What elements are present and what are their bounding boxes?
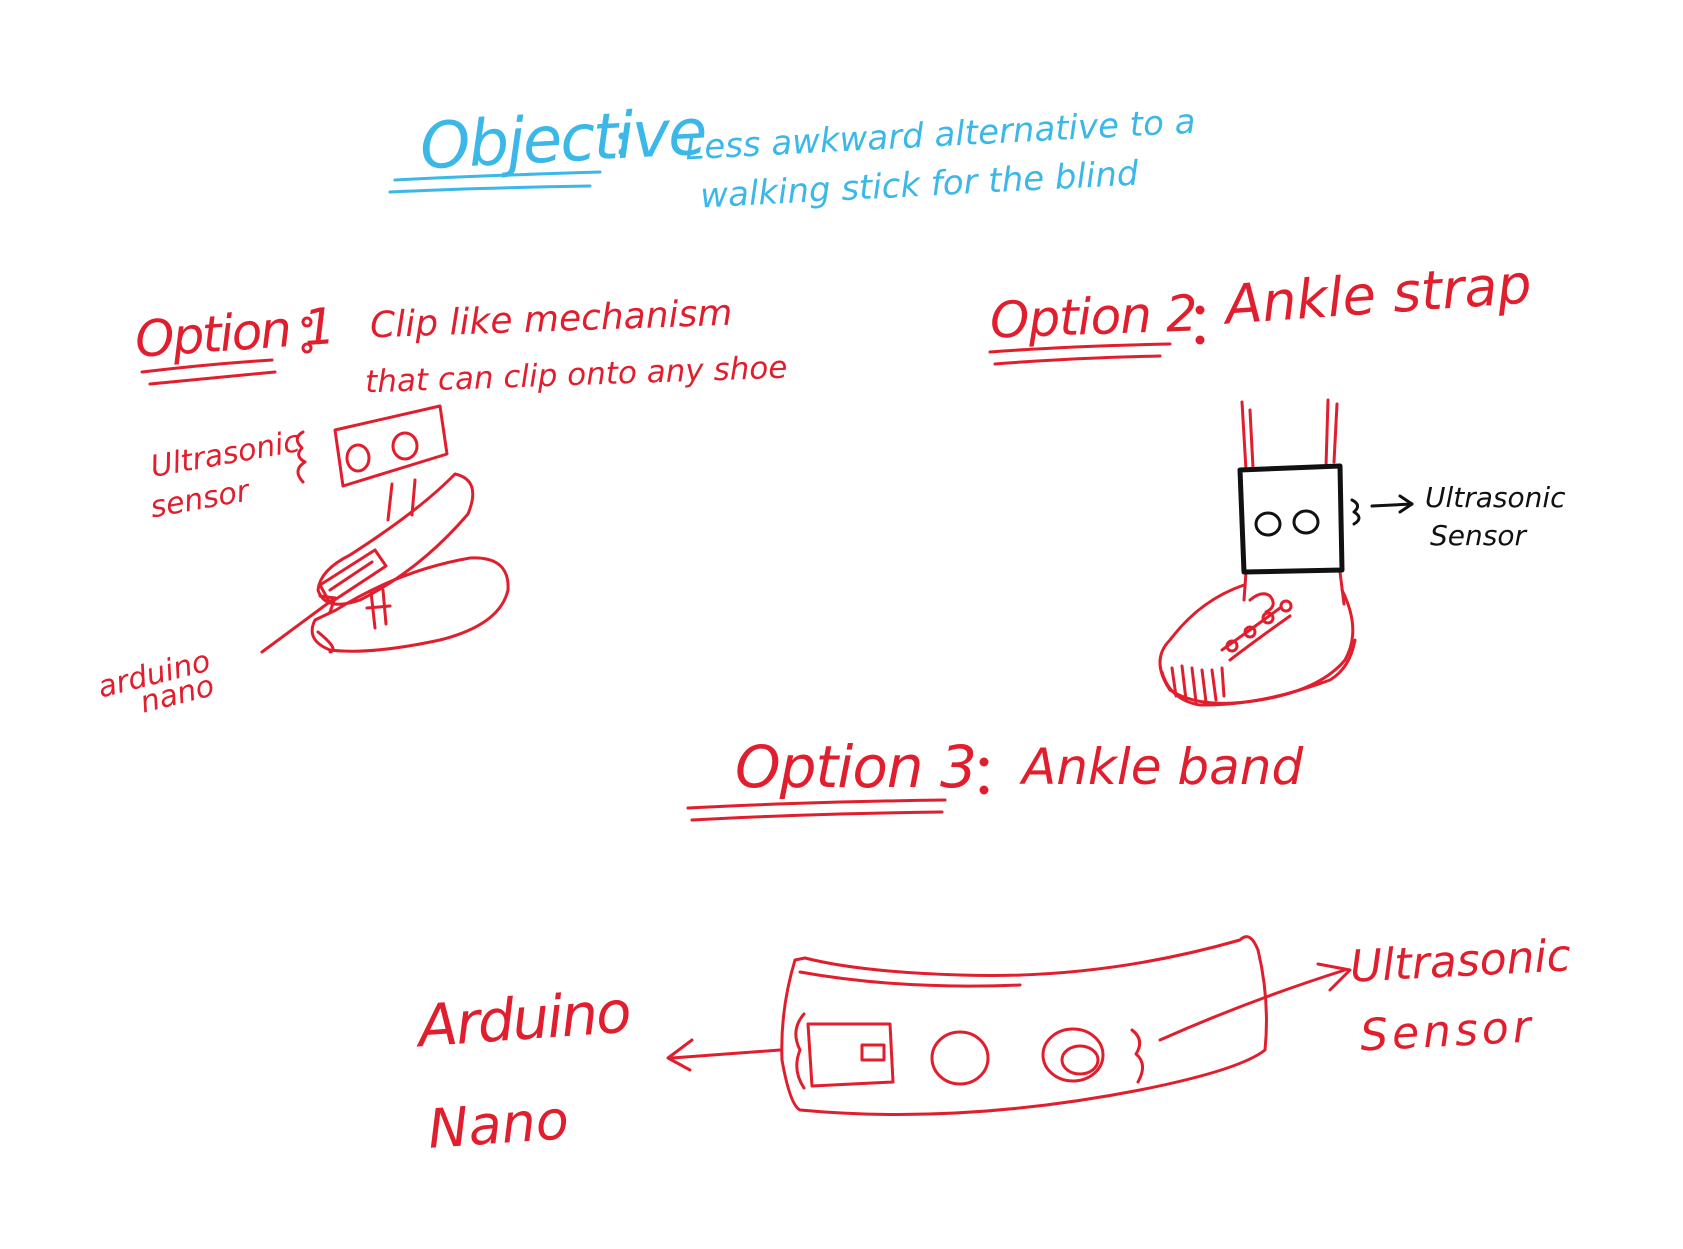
option3-arduino-label-line1: Arduino — [415, 977, 632, 1061]
option2-underline — [988, 305, 1205, 366]
option3-text: Ankle band — [1022, 738, 1304, 796]
option1-underline — [140, 316, 313, 386]
option3-sensor-label-line2: Sensor — [1358, 1001, 1537, 1062]
option3-heading: Option 3 — [735, 733, 977, 801]
option1-heading: Option 1 — [133, 297, 336, 369]
clip-sketch — [260, 404, 510, 654]
option2-heading: Option 2 — [989, 284, 1198, 350]
option3-arduino-label-line2: Nano — [425, 1088, 571, 1161]
objective-underline — [388, 132, 626, 194]
option2-sensor-label-line1: Ultrasonic — [1425, 481, 1566, 514]
option2-sensor-label-line2: Sensor — [1430, 519, 1526, 552]
ankle-strap-sketch — [1158, 398, 1414, 707]
option3-underline — [686, 757, 989, 822]
objective-heading: Objective — [418, 95, 708, 185]
option3-sensor-label-line1: Ultrasonic — [1348, 930, 1573, 993]
ankle-band-sketch — [666, 935, 1352, 1116]
